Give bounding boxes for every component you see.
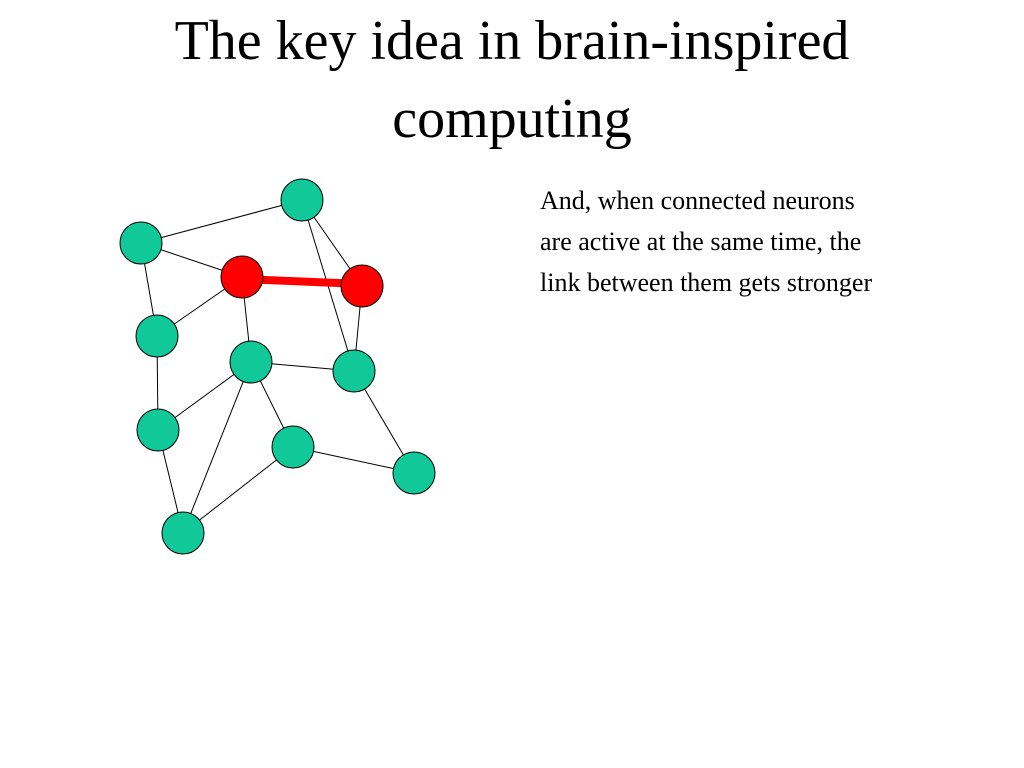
link bbox=[182, 446, 294, 534]
neuron bbox=[135, 314, 179, 358]
link bbox=[182, 361, 252, 534]
neuron bbox=[161, 511, 205, 555]
neurons bbox=[119, 178, 436, 555]
caption-text: And, when connected neurons are active a… bbox=[540, 180, 1000, 303]
neuron bbox=[119, 221, 163, 265]
neuron bbox=[229, 340, 273, 384]
link bbox=[140, 199, 303, 244]
neuron bbox=[136, 408, 180, 452]
caption-line-1: And, when connected neurons bbox=[540, 186, 855, 215]
neuron bbox=[392, 451, 436, 495]
slide-title-line-1: The key idea in brain-inspired bbox=[174, 10, 850, 72]
slide-title-line-2: computing bbox=[392, 88, 632, 150]
neuron bbox=[332, 349, 376, 393]
neuron-active bbox=[220, 255, 264, 299]
caption-line-3: link between them gets stronger bbox=[540, 268, 873, 297]
slide-title: The key idea in brain-inspired computing bbox=[0, 2, 1024, 158]
neuron bbox=[271, 425, 315, 469]
neuron bbox=[280, 178, 324, 222]
caption-line-2: are active at the same time, the bbox=[540, 227, 862, 256]
neuron-active bbox=[340, 264, 384, 308]
